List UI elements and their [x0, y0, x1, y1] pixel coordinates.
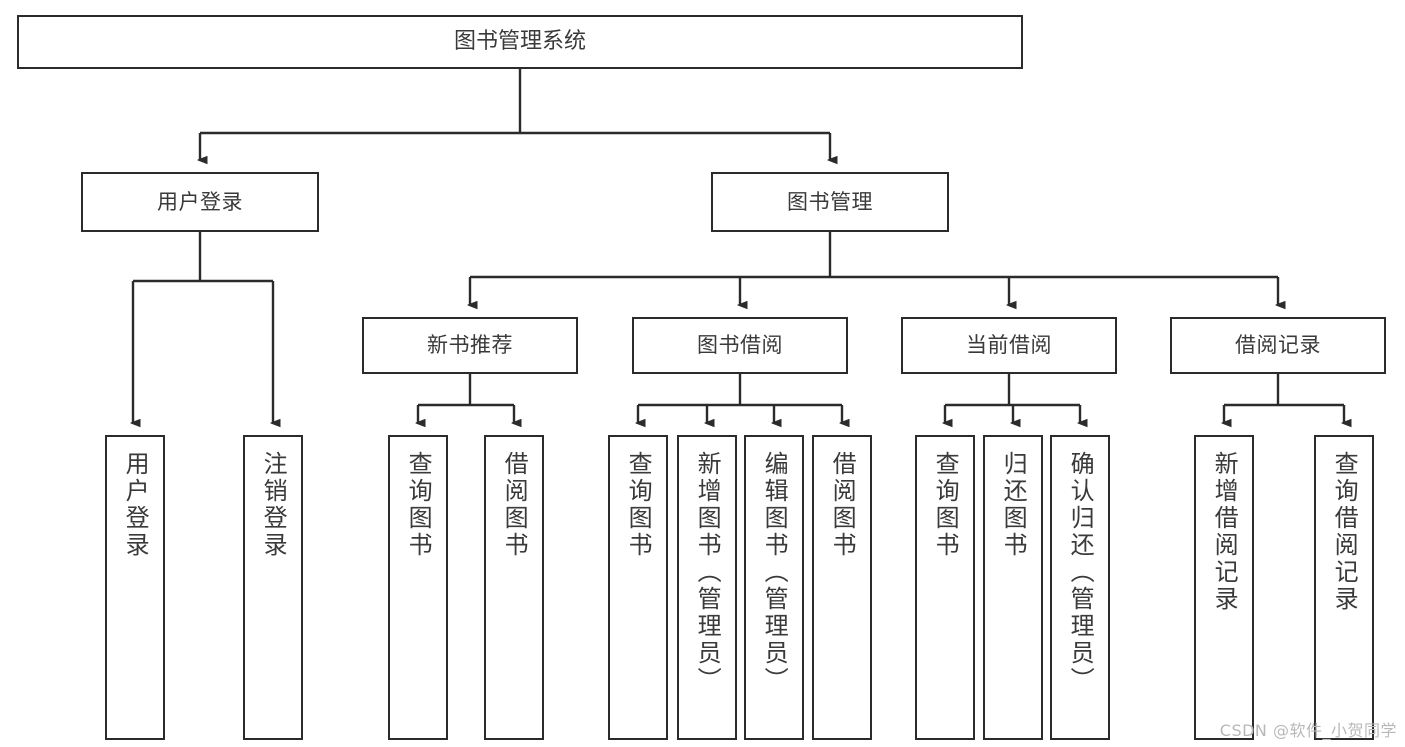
leaf-borrow-book-2-label: 借阅图书	[828, 451, 857, 559]
leaf-query-book-2-label: 查询图书	[624, 451, 653, 559]
leaf-query-book-3[interactable]: 查询图书	[915, 435, 975, 740]
node-current-borrow-label: 当前借阅	[966, 333, 1052, 358]
leaf-add-borrow-record[interactable]: 新增借阅记录	[1194, 435, 1254, 740]
node-book-manage-label: 图书管理	[787, 189, 873, 214]
leaf-borrow-book-1[interactable]: 借阅图书	[484, 435, 544, 740]
leaf-logout-login-label: 注销登录	[259, 451, 288, 559]
leaf-confirm-return-admin[interactable]: 确认归还（管理员）	[1050, 435, 1110, 740]
leaf-logout-login[interactable]: 注销登录	[243, 435, 303, 740]
node-borrow-record-label: 借阅记录	[1235, 333, 1321, 358]
leaf-confirm-return-admin-label: 确认归还（管理员）	[1066, 451, 1095, 694]
node-book-borrow-label: 图书借阅	[697, 333, 783, 358]
node-root[interactable]: 图书管理系统	[17, 15, 1023, 69]
node-current-borrow[interactable]: 当前借阅	[901, 317, 1117, 374]
leaf-borrow-book-1-label: 借阅图书	[500, 451, 529, 559]
leaf-add-borrow-record-label: 新增借阅记录	[1210, 451, 1239, 613]
leaf-borrow-book-2[interactable]: 借阅图书	[812, 435, 872, 740]
leaf-return-book[interactable]: 归还图书	[983, 435, 1043, 740]
leaf-add-book-admin-label: 新增图书（管理员）	[693, 451, 722, 694]
leaf-user-login-label: 用户登录	[121, 451, 150, 559]
leaf-query-book-1[interactable]: 查询图书	[388, 435, 448, 740]
node-borrow-record[interactable]: 借阅记录	[1170, 317, 1386, 374]
leaf-user-login[interactable]: 用户登录	[105, 435, 165, 740]
node-new-book-rec[interactable]: 新书推荐	[362, 317, 578, 374]
node-user-login-label: 用户登录	[157, 189, 243, 214]
node-root-label: 图书管理系统	[453, 29, 586, 55]
leaf-return-book-label: 归还图书	[999, 451, 1028, 559]
node-book-manage[interactable]: 图书管理	[711, 172, 949, 232]
leaf-query-borrow-record[interactable]: 查询借阅记录	[1314, 435, 1374, 740]
leaf-add-book-admin[interactable]: 新增图书（管理员）	[677, 435, 737, 740]
watermark-text: CSDN @软件_小贺同学	[1219, 721, 1397, 740]
leaf-query-book-2[interactable]: 查询图书	[608, 435, 668, 740]
node-new-book-rec-label: 新书推荐	[427, 333, 513, 358]
leaf-edit-book-admin[interactable]: 编辑图书（管理员）	[744, 435, 804, 740]
leaf-query-book-1-label: 查询图书	[404, 451, 433, 559]
leaf-query-book-3-label: 查询图书	[931, 451, 960, 559]
leaf-query-borrow-record-label: 查询借阅记录	[1330, 451, 1359, 613]
node-book-borrow[interactable]: 图书借阅	[632, 317, 848, 374]
leaf-edit-book-admin-label: 编辑图书（管理员）	[760, 451, 789, 694]
node-user-login[interactable]: 用户登录	[81, 172, 319, 232]
